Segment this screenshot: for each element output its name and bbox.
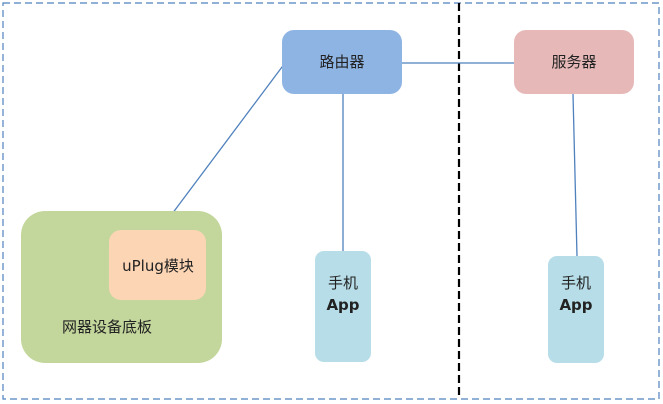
phone-app-local-line1: 手机 — [328, 274, 358, 292]
phone-app-local-line2: App — [326, 296, 359, 314]
phone-app-remote-line2: App — [559, 296, 592, 314]
uplug-module — [109, 230, 206, 300]
phone-app-local — [315, 251, 371, 362]
router-node — [282, 30, 402, 94]
link-router-module — [159, 62, 286, 231]
phone-app-remote — [548, 256, 604, 363]
phone-app-remote-line1: 手机 — [561, 274, 591, 292]
device-board-label: 网器设备底板 — [62, 318, 152, 336]
server-label: 服务器 — [551, 53, 596, 71]
router-label: 路由器 — [319, 53, 364, 71]
outer-boundary — [2, 2, 660, 400]
server-node — [514, 30, 634, 94]
link-server-phone — [572, 93, 578, 257]
uplug-module-label: uPlug模块 — [122, 257, 194, 275]
